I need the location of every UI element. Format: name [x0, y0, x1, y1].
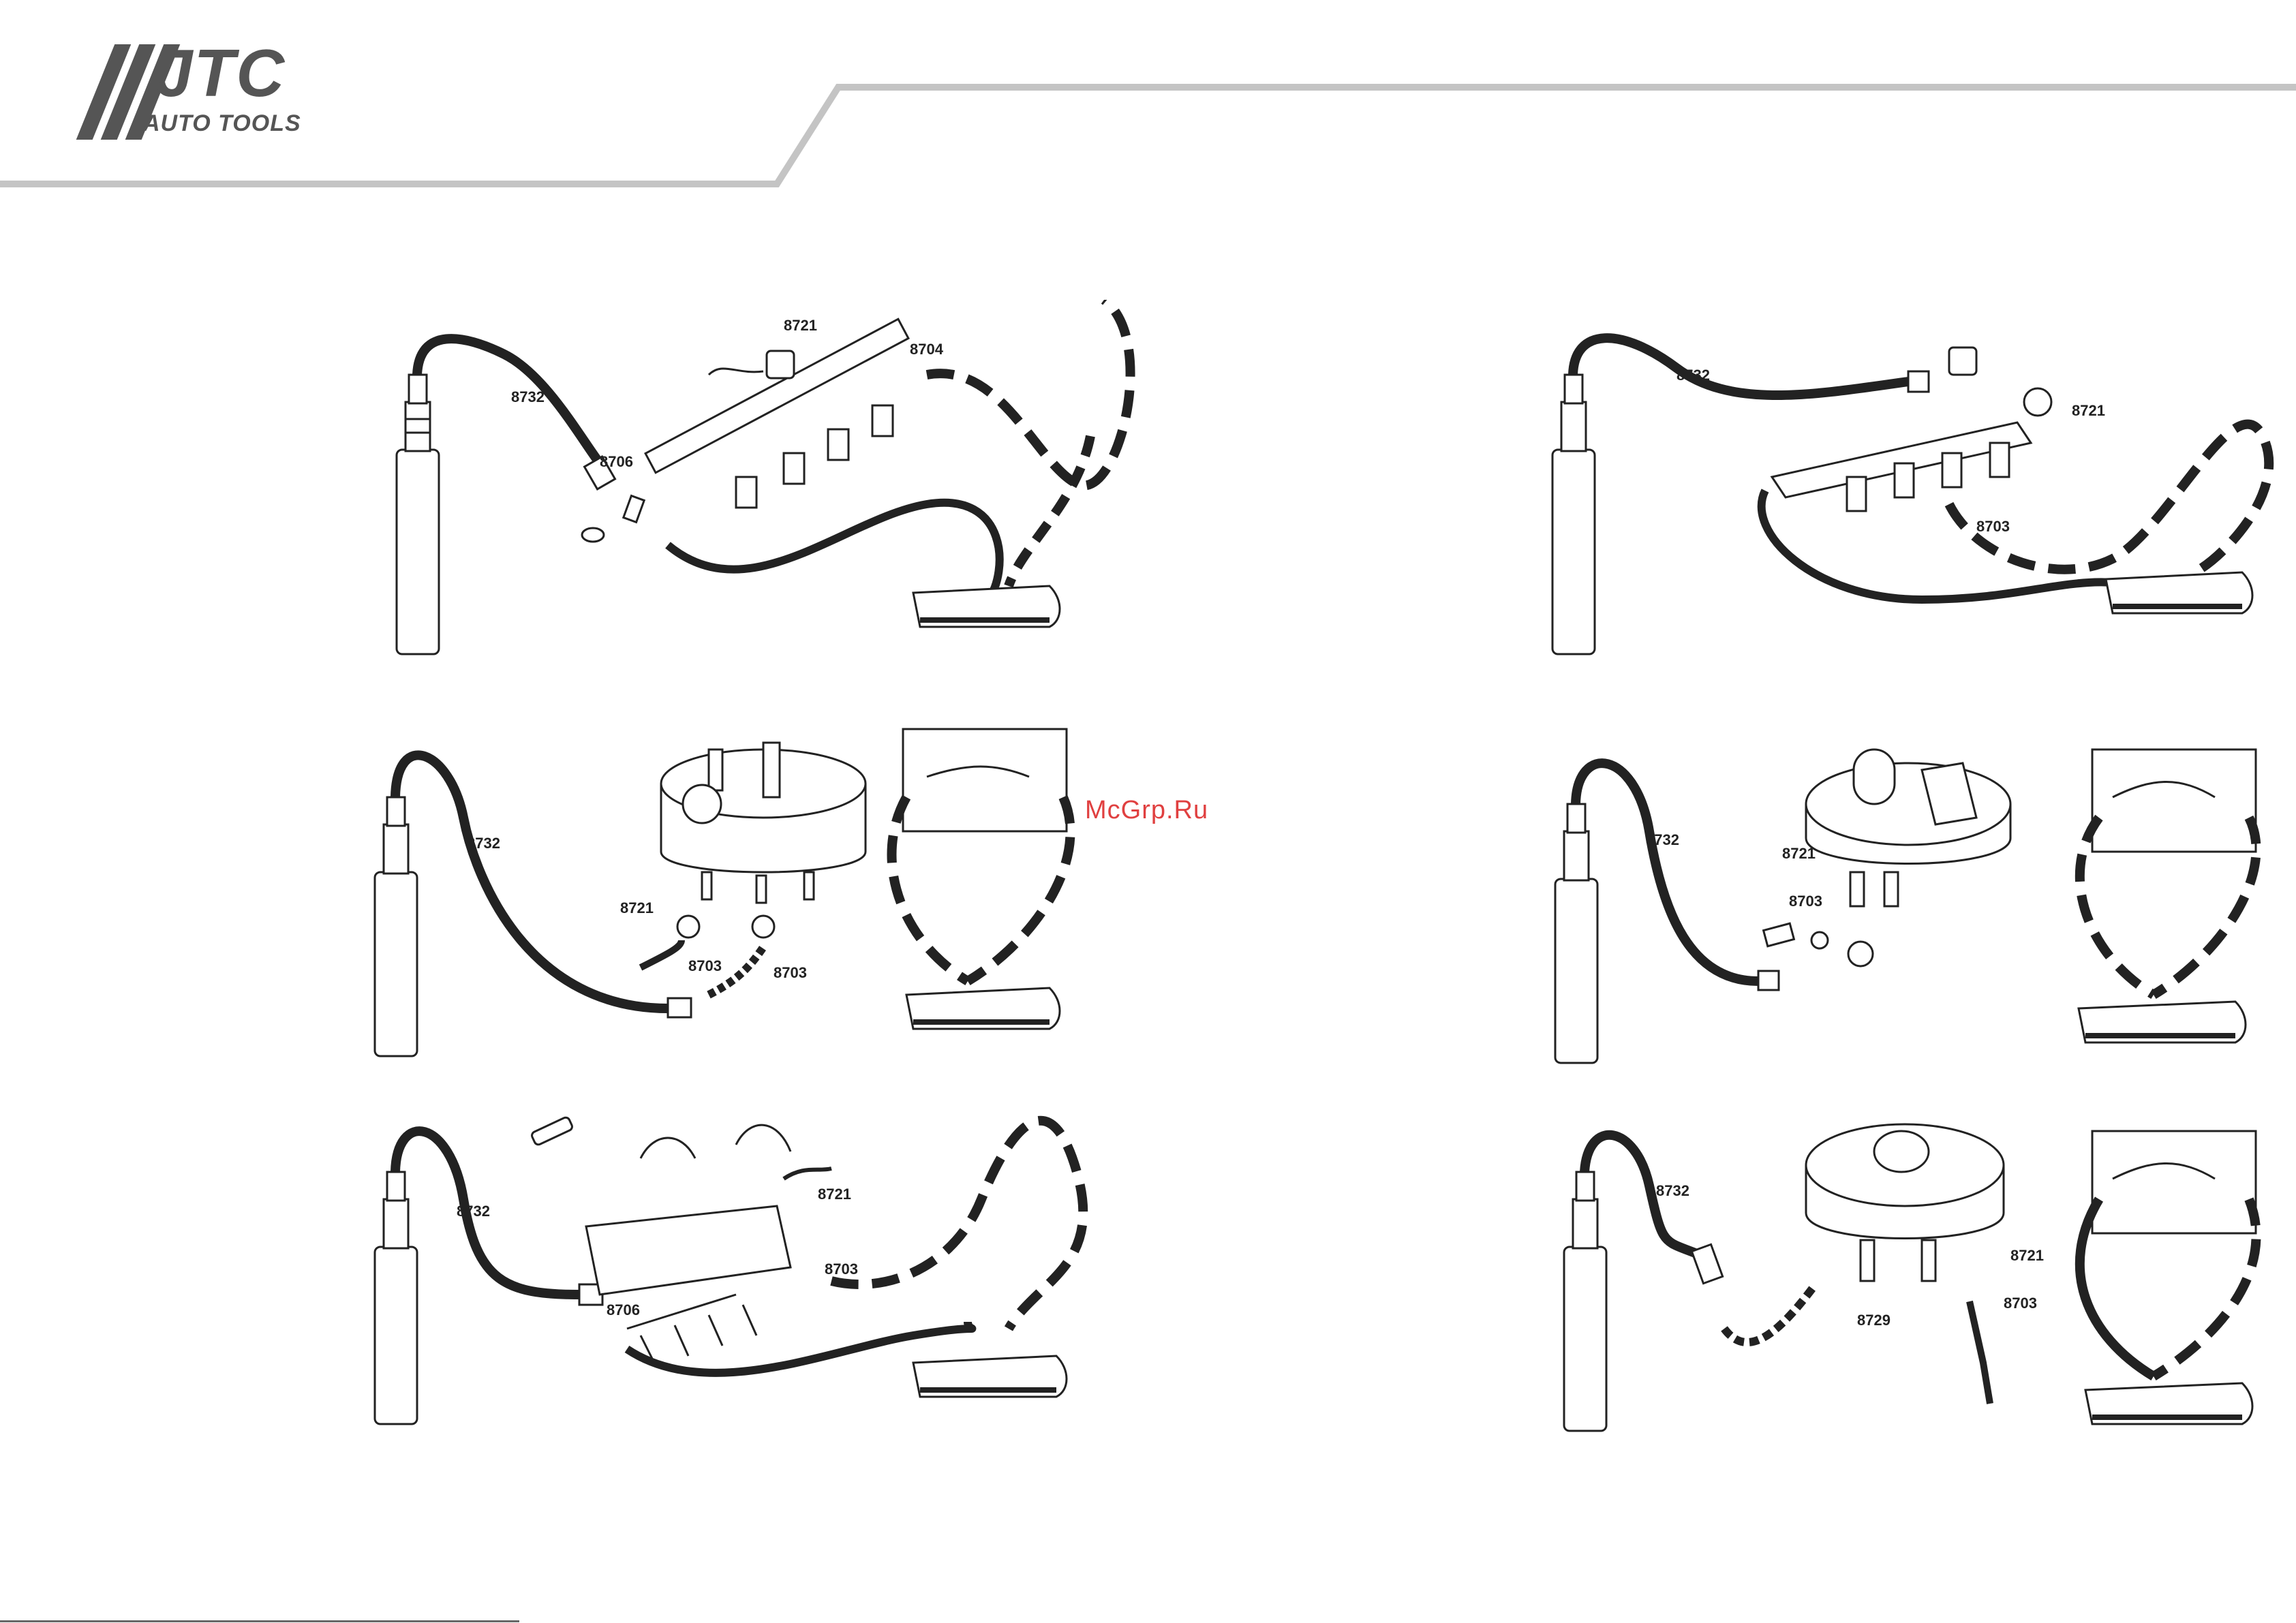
part-label: 8721	[2010, 1247, 2044, 1264]
part-label: 8721	[818, 1186, 851, 1203]
diagram-injector-manifold-test-1: 8732 8721 8703 8706	[354, 1090, 1145, 1444]
part-label: 8704	[910, 341, 944, 358]
diagram-distributor-test-3: 8732 8721 8729 8703	[1540, 1104, 2283, 1458]
part-label: 8732	[511, 388, 545, 405]
part-label: 8706	[607, 1301, 640, 1318]
part-label: 8703	[2004, 1295, 2037, 1312]
part-label: 8732	[1656, 1182, 1689, 1199]
header-band	[0, 0, 2296, 198]
watermark-text: McGrp.Ru	[1085, 796, 1208, 825]
jtc-logo: JTC AUTO TOOLS	[68, 37, 341, 140]
part-label: 8732	[457, 1203, 490, 1220]
part-label: 8703	[774, 964, 807, 981]
part-label: 8732	[1646, 831, 1679, 848]
part-label: 8703	[1976, 518, 2010, 535]
diagram-distributor-test-1: 8732 8721 8703 8703	[354, 722, 1145, 1063]
part-label: 8721	[2072, 402, 2105, 419]
part-label: 8729	[1857, 1312, 1891, 1329]
part-label: 8703	[825, 1261, 858, 1278]
diagram-fuel-rail-test-1: 8732 8706 8721 8704	[354, 300, 1145, 668]
diagram-fuel-rail-test-2: 8732 8721 8703	[1540, 300, 2283, 668]
logo-brand-text: JTC	[155, 39, 286, 107]
part-label: 8721	[620, 899, 654, 916]
part-label: 8703	[688, 957, 722, 974]
part-label: 8706	[600, 453, 633, 470]
part-label: 8721	[1782, 845, 1816, 862]
part-label: 8732	[467, 835, 500, 852]
diagram-distributor-test-2: 8732 8721 8703	[1540, 722, 2283, 1077]
part-label: 8732	[1677, 367, 1710, 384]
logo-subtitle: AUTO TOOLS	[143, 110, 301, 137]
footer-divider	[0, 1620, 519, 1622]
part-label: 8721	[784, 317, 817, 334]
part-label: 8703	[1789, 893, 1822, 910]
